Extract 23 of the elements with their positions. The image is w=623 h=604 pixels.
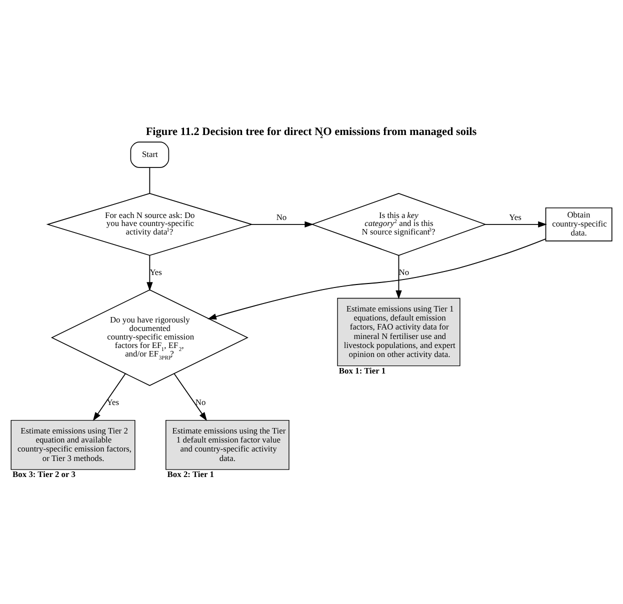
arrow (146, 254, 153, 290)
node-diamond: Do you have rigorously documented country-specific emission factors for EF$_{1}$, EF$_{2}$, and/or EF$_{3PRP}$? (50, 288, 248, 386)
edge-label: No (195, 396, 206, 406)
arrow (251, 220, 314, 228)
edge-label: No (276, 211, 287, 222)
node-label: Box 2: Tier 1 (167, 468, 214, 479)
node-diamond: Is this a key category$^{2}$ and is this N source significant$^{3}$? (310, 192, 487, 256)
node-label: Box 1: Tier 1 (338, 364, 386, 375)
node-label: Box 3: Tier 2 or 3 (12, 468, 76, 479)
edge-label: Yes (150, 266, 162, 276)
edge-label: Yes (106, 396, 120, 406)
edge-label: No (398, 266, 410, 276)
connector (149, 166, 150, 194)
node-box: Obtain country-specific data. (545, 206, 612, 241)
node-box: Start (130, 141, 170, 168)
diagram-title: Figure 11.2 Decision tree for direct N$_{2}$O emissions from managed soils (146, 125, 477, 140)
arrow (396, 254, 402, 299)
arrow (174, 372, 208, 421)
edge-label: Yes (509, 211, 522, 222)
arrow (208, 238, 546, 320)
node-diamond: For each N source ask: Do you have country-specific activity data$^{1}$? (46, 192, 254, 256)
arrow (92, 372, 126, 421)
arrow (484, 220, 547, 228)
